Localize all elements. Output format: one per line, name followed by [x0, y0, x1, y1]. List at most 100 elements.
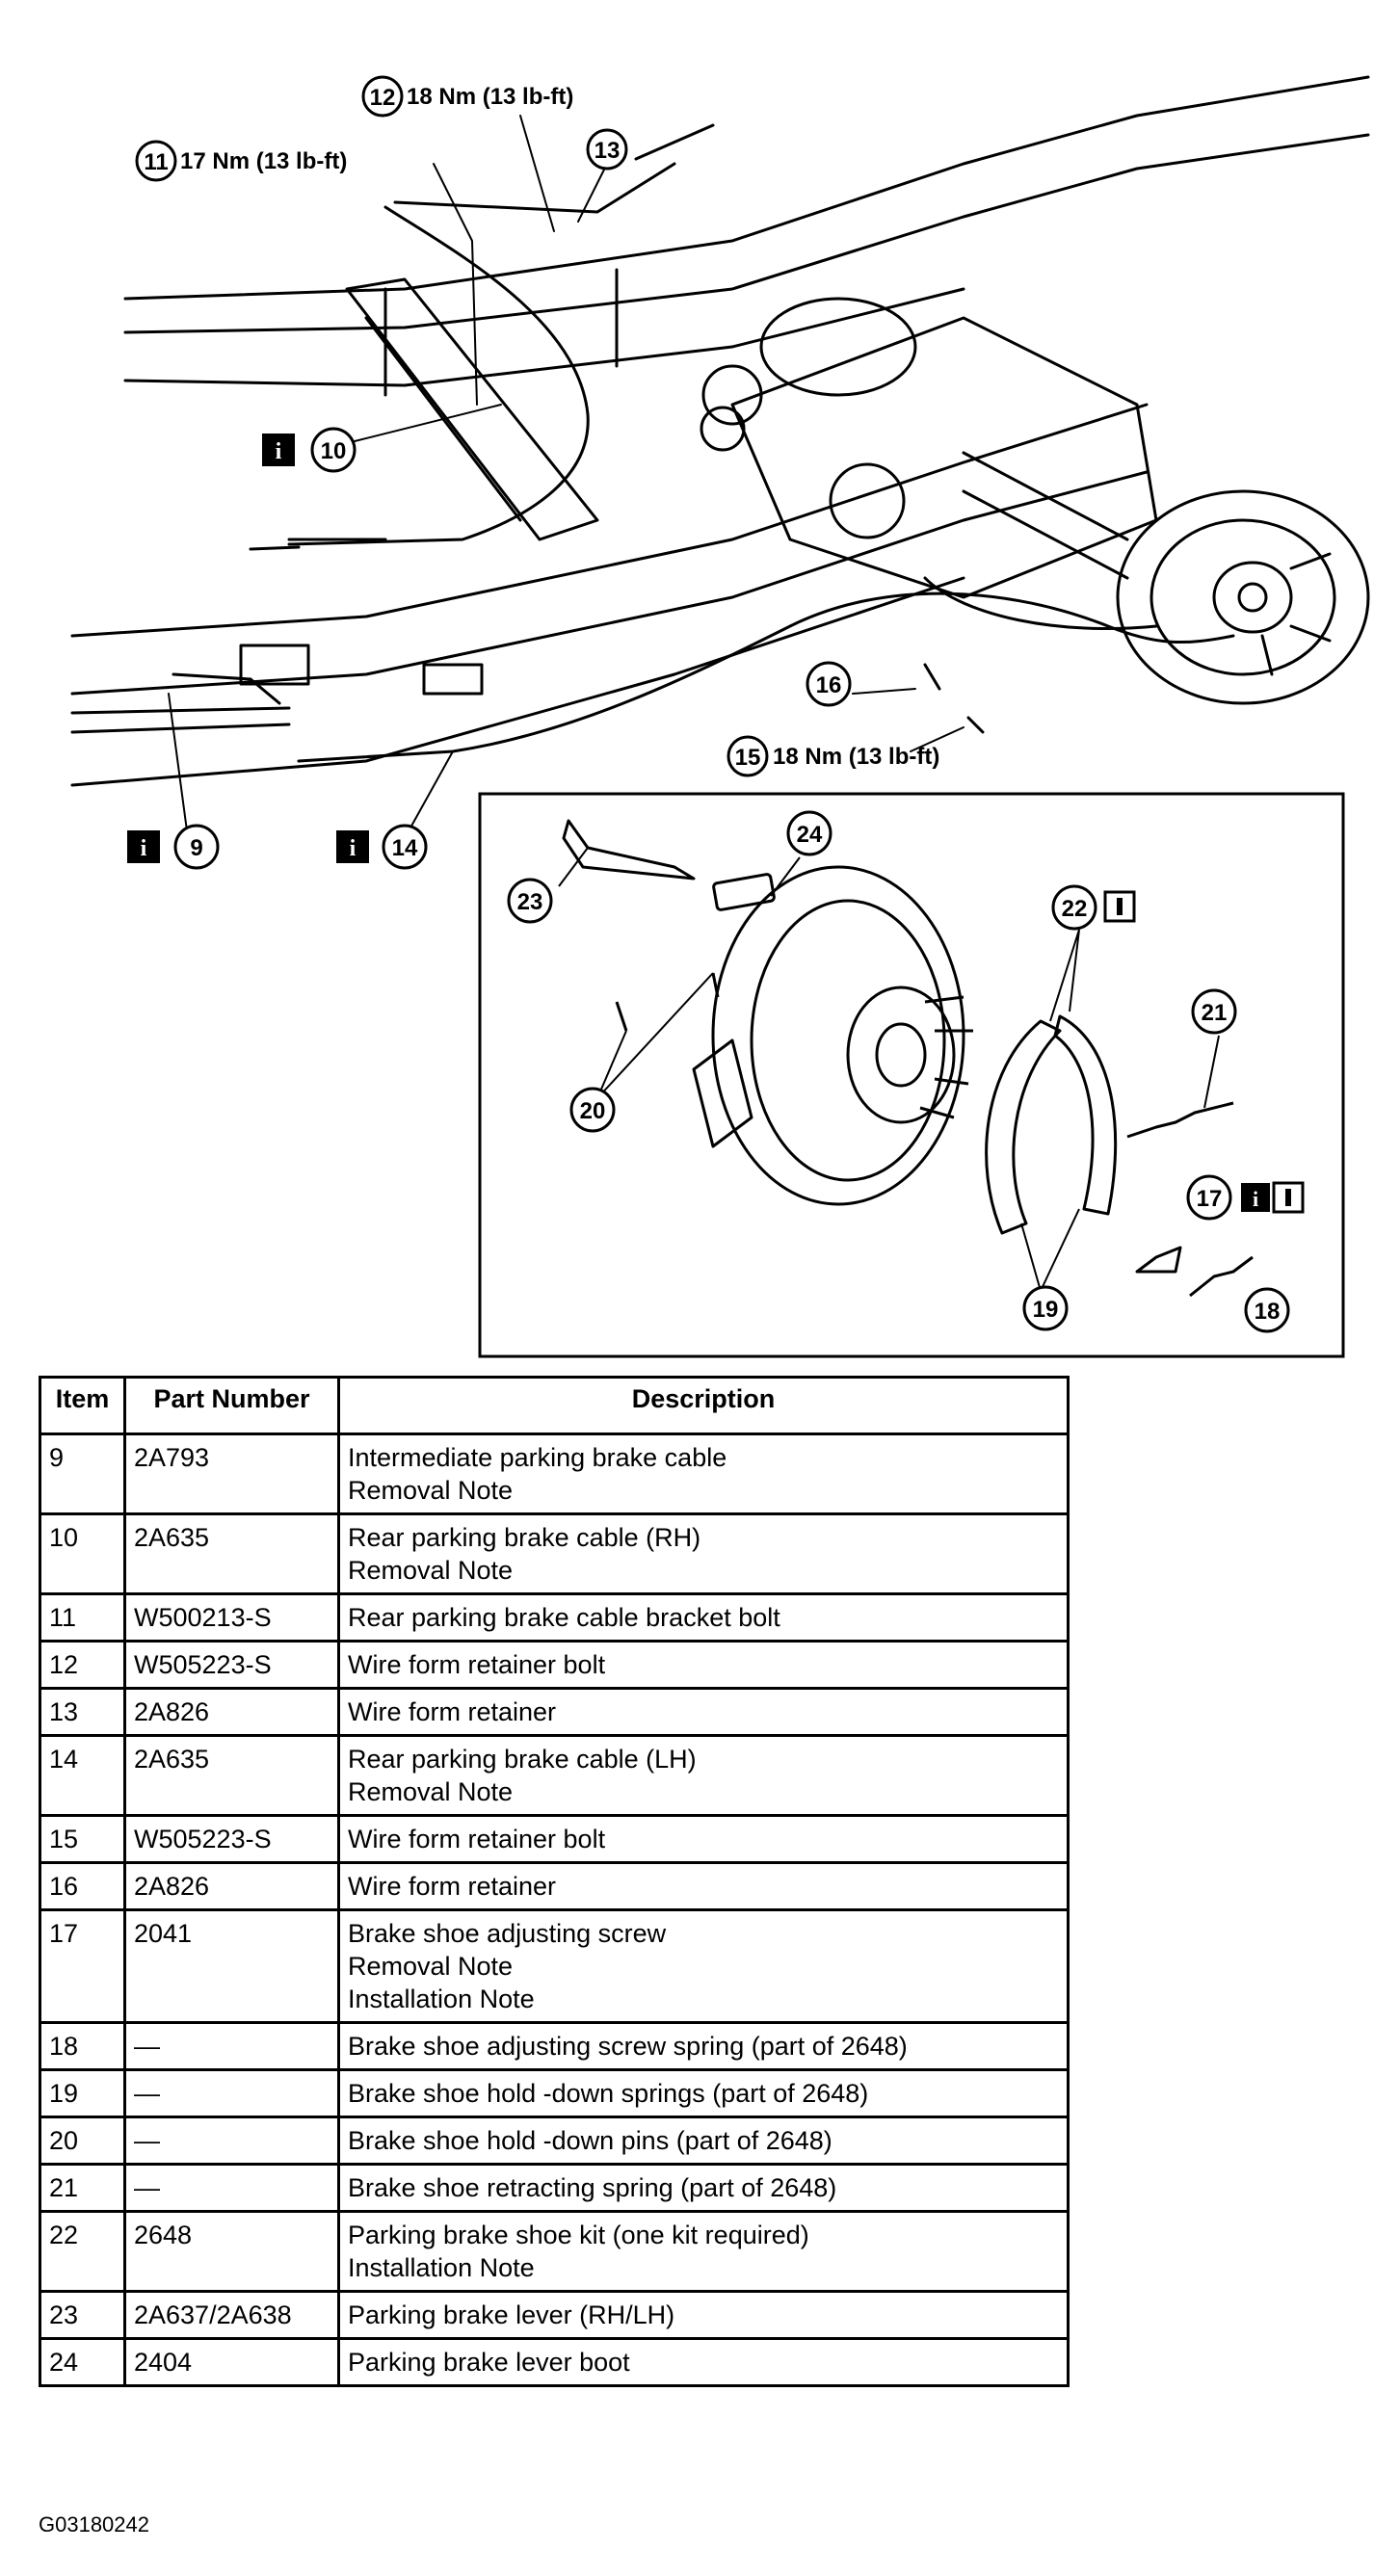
part-number-cell: 2A826: [123, 1687, 340, 1737]
svg-text:i: i: [1253, 1187, 1258, 1211]
part-number-cell: 2A635: [123, 1734, 340, 1817]
description-line: Installation Note: [348, 1985, 535, 2013]
part-number-cell: —: [123, 2163, 340, 2213]
part-number-cell: 2404: [123, 2337, 340, 2387]
lever-boot: [712, 873, 776, 911]
description-line: Parking brake shoe kit (one kit required…: [348, 2221, 809, 2249]
svg-text:i: i: [276, 439, 282, 464]
description-cell: Wire form retainer bolt: [337, 1814, 1070, 1864]
description-line: Wire form retainer: [348, 1697, 557, 1726]
svg-text:15: 15: [735, 745, 761, 771]
rear-brake-drum: [1116, 489, 1370, 705]
torque-label-11: 17 Nm (13 lb-ft): [180, 148, 347, 174]
callout-9: i 9: [127, 824, 220, 870]
callout-14: i 14: [336, 824, 428, 870]
callout-12-group: 12 18 Nm (13 lb-ft): [361, 75, 573, 118]
description-line: Installation Note: [348, 2253, 535, 2282]
bolt-15: [966, 716, 985, 734]
table-row: 20— Brake shoe hold -down pins (part of 2…: [39, 2116, 1070, 2166]
description-cell: Rear parking brake cable bracket bolt: [337, 1592, 1070, 1643]
description-cell: Parking brake lever (RH/LH): [337, 2290, 1070, 2340]
cable-lh-inner: [923, 576, 1158, 631]
svg-text:i: i: [141, 836, 147, 861]
part-number-cell: 2041: [123, 1908, 340, 2024]
svg-text:16: 16: [816, 672, 842, 698]
description-line: Removal Note: [348, 1777, 514, 1806]
description-line: Brake shoe hold -down pins (part of 2648…: [348, 2126, 832, 2155]
frame-rail-lower: [70, 403, 1149, 787]
callout-17: 17 i: [1186, 1174, 1305, 1221]
part-number-cell: 2A637/2A638: [123, 2290, 340, 2340]
description-cell: Parking brake shoe kit (one kit required…: [337, 2210, 1070, 2293]
description-cell: Brake shoe hold -down springs (part of 2…: [337, 2068, 1070, 2118]
svg-text:9: 9: [190, 835, 202, 861]
table-header-row: Item Part Number Description: [39, 1376, 1070, 1435]
item-cell: 15: [39, 1814, 126, 1864]
description-cell: Wire form retainer: [337, 1861, 1070, 1911]
table-row: 19—Brake shoe hold -down springs (part o…: [39, 2068, 1070, 2118]
description-line: Removal Note: [348, 1952, 514, 1981]
description-cell: Parking brake lever boot: [337, 2337, 1070, 2387]
brake-shoe: [985, 1019, 1062, 1235]
svg-text:12: 12: [370, 85, 396, 111]
part-number-cell: 2A635: [123, 1512, 340, 1595]
description-line: Removal Note: [348, 1476, 514, 1505]
description-line: Wire form retainer bolt: [348, 1825, 606, 1853]
header-item: Item: [39, 1376, 126, 1435]
brake-detail-inset: 23 24 22 21 20 17 i 1: [478, 792, 1345, 1358]
part-number-cell: 2A793: [123, 1433, 340, 1515]
svg-text:24: 24: [797, 822, 823, 848]
parking-lever: [393, 123, 715, 214]
item-cell: 18: [39, 2021, 126, 2071]
part-number-cell: W505223-S: [123, 1814, 340, 1864]
description-line: Brake shoe adjusting screw: [348, 1919, 667, 1948]
table-row: 18—Brake shoe adjusting screw spring (pa…: [39, 2021, 1070, 2071]
svg-text:i: i: [350, 836, 357, 861]
intermediate-cable: [172, 672, 281, 705]
part-number-cell: 2648: [123, 2210, 340, 2293]
callout-15-group: 15 18 Nm (13 lb-ft): [727, 735, 939, 777]
cable-lh: [297, 591, 1235, 763]
parking-brake-diagram: 12 18 Nm (13 lb-ft) 11 17 Nm (13 lb-ft) …: [70, 75, 1370, 1358]
description-cell: Wire form retainer: [337, 1687, 1070, 1737]
item-cell: 12: [39, 1640, 126, 1690]
svg-text:17: 17: [1197, 1186, 1223, 1212]
description-cell: Rear parking brake cable (RH)Removal Not…: [337, 1512, 1070, 1595]
description-cell: Brake shoe retracting spring (part of 26…: [337, 2163, 1070, 2213]
part-number-cell: W500213-S: [123, 1592, 340, 1643]
figure-id: G03180242: [39, 2512, 149, 2537]
description-line: Wire form retainer: [348, 1872, 557, 1901]
part-number-cell: —: [123, 2116, 340, 2166]
callout-18: 18: [1244, 1287, 1290, 1333]
adjusting-spring: [1189, 1255, 1254, 1298]
description-cell: Wire form retainer bolt: [337, 1640, 1070, 1690]
rear-axle: [700, 297, 1158, 599]
part-number-cell: W505223-S: [123, 1640, 340, 1690]
callout-16: 16: [806, 661, 852, 707]
item-cell: 17: [39, 1908, 126, 2024]
item-cell: 20: [39, 2116, 126, 2166]
svg-text:10: 10: [321, 438, 347, 464]
callout-20: 20: [569, 1087, 616, 1133]
description-line: Parking brake lever (RH/LH): [348, 2300, 675, 2329]
description-line: Brake shoe hold -down springs (part of 2…: [348, 2079, 869, 2108]
hub: [846, 986, 956, 1124]
item-cell: 24: [39, 2337, 126, 2387]
torque-label-15: 18 Nm (13 lb-ft): [773, 744, 939, 770]
description-cell: Brake shoe hold -down pins (part of 2648…: [337, 2116, 1070, 2166]
item-cell: 9: [39, 1433, 126, 1515]
cable-rh-end: [249, 538, 387, 551]
item-cell: 22: [39, 2210, 126, 2293]
